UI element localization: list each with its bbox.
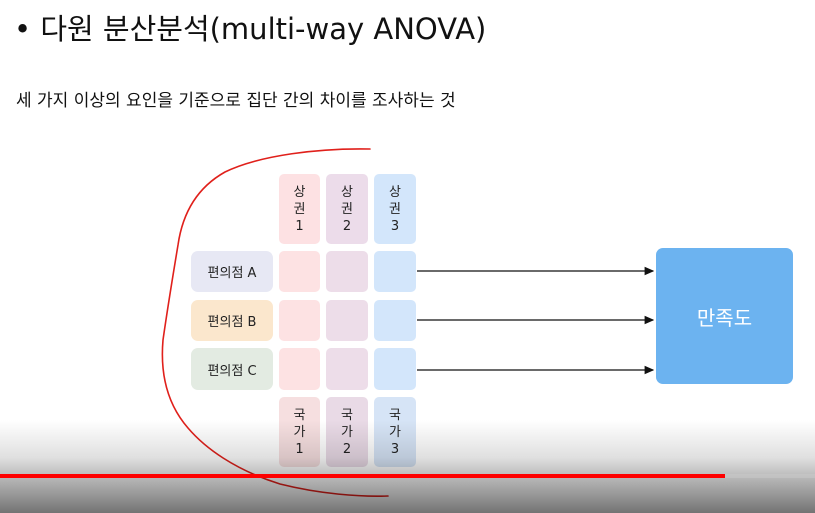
column-header-3: 상 권 3 — [374, 174, 416, 244]
row-label-a: 편의점 A — [191, 251, 273, 292]
grid-cell-a-3 — [374, 251, 416, 292]
column-header-2-line-2: 권 — [341, 201, 353, 217]
column-header-2-line-3: 2 — [342, 218, 352, 234]
row-label-c: 편의점 C — [191, 348, 273, 390]
grid-cell-b-1 — [279, 300, 320, 341]
column-header-1-line-3: 1 — [295, 218, 304, 234]
column-header-1-line-1: 상 — [293, 184, 306, 200]
slide-title: • 다원 분산분석(multi-way ANOVA) — [14, 12, 487, 46]
grid-cell-a-1 — [279, 251, 320, 292]
column-footer-3-line-1: 국 — [389, 407, 401, 423]
column-header-3-line-1: 상 — [389, 184, 401, 200]
column-header-3-line-3: 3 — [390, 218, 400, 234]
slide-subtitle: 세 가지 이상의 요인을 기준으로 집단 간의 차이를 조사하는 것 — [16, 91, 456, 111]
progress-bar[interactable] — [0, 474, 815, 478]
row-label-b: 편의점 B — [191, 300, 273, 341]
column-header-1: 상 권 1 — [279, 174, 320, 244]
progress-fill — [0, 474, 726, 478]
target-box: 만족도 — [656, 248, 793, 384]
grid-cell-c-2 — [326, 348, 368, 390]
column-header-2-line-1: 상 — [341, 184, 353, 200]
grid-cell-b-2 — [326, 300, 368, 341]
grid-cell-b-3 — [374, 300, 416, 341]
column-footer-1-line-1: 국 — [293, 407, 306, 423]
column-header-2: 상 권 2 — [326, 174, 368, 244]
grid-cell-c-3 — [374, 348, 416, 390]
grid-cell-c-1 — [279, 348, 320, 390]
grid-cell-a-2 — [326, 251, 368, 292]
column-header-1-line-2: 권 — [293, 201, 306, 217]
annotation-stroke — [161, 148, 389, 497]
column-footer-2-line-1: 국 — [341, 407, 353, 423]
column-header-3-line-2: 권 — [389, 201, 401, 217]
